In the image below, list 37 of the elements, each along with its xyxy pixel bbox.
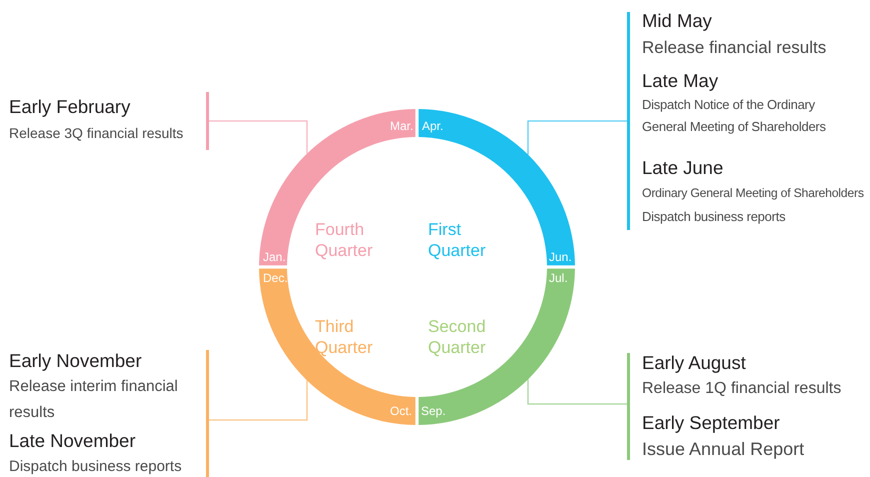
leader-line	[209, 120, 308, 154]
quarter-name: Second Quarter	[428, 316, 487, 358]
event-description: Ordinary General Meeting of Shareholders	[642, 185, 865, 202]
quarter-name: Fourth Quarter	[315, 219, 374, 261]
month-label: Jan.	[263, 250, 286, 264]
month-label: Sep.	[421, 404, 446, 418]
event-date: Early August	[642, 351, 747, 375]
event-description: Dispatch business reports	[642, 208, 786, 226]
quarter-name: First Quarter	[428, 219, 487, 261]
event-date: Early November	[9, 349, 143, 373]
leader-line	[209, 380, 308, 421]
timeline-bar	[206, 350, 209, 477]
event-date: Mid May	[642, 9, 713, 33]
month-label: Dec.	[263, 271, 288, 285]
timeline-bar	[627, 353, 630, 460]
leader-line	[527, 120, 627, 155]
event-date: Late November	[9, 429, 136, 453]
event-date: Early February	[9, 95, 132, 119]
month-label: Oct.	[390, 404, 412, 418]
quarter-name: Third Quarter	[315, 316, 374, 358]
timeline-bar	[627, 12, 630, 230]
event-date: Late June	[642, 156, 724, 180]
event-date: Early September	[642, 411, 781, 435]
event-date: Late May	[642, 69, 720, 93]
timeline-bar	[206, 92, 209, 150]
leader-line	[527, 379, 627, 405]
month-label: Jul.	[549, 271, 568, 285]
event-description: Dispatch business reports	[9, 457, 183, 477]
event-description: Dispatch Notice of the Ordinary General Meeting of Shareholders	[642, 96, 827, 136]
event-description: Release financial results	[642, 37, 828, 59]
month-label: Mar.	[390, 119, 414, 133]
month-label: Apr.	[422, 119, 444, 133]
event-description: Release interim financial results	[9, 377, 179, 423]
month-label: Jun.	[549, 250, 572, 264]
event-description: Issue Annual Report	[642, 438, 806, 461]
event-description: Release 1Q financial results	[642, 379, 842, 399]
event-description: Release 3Q financial results	[9, 124, 184, 143]
